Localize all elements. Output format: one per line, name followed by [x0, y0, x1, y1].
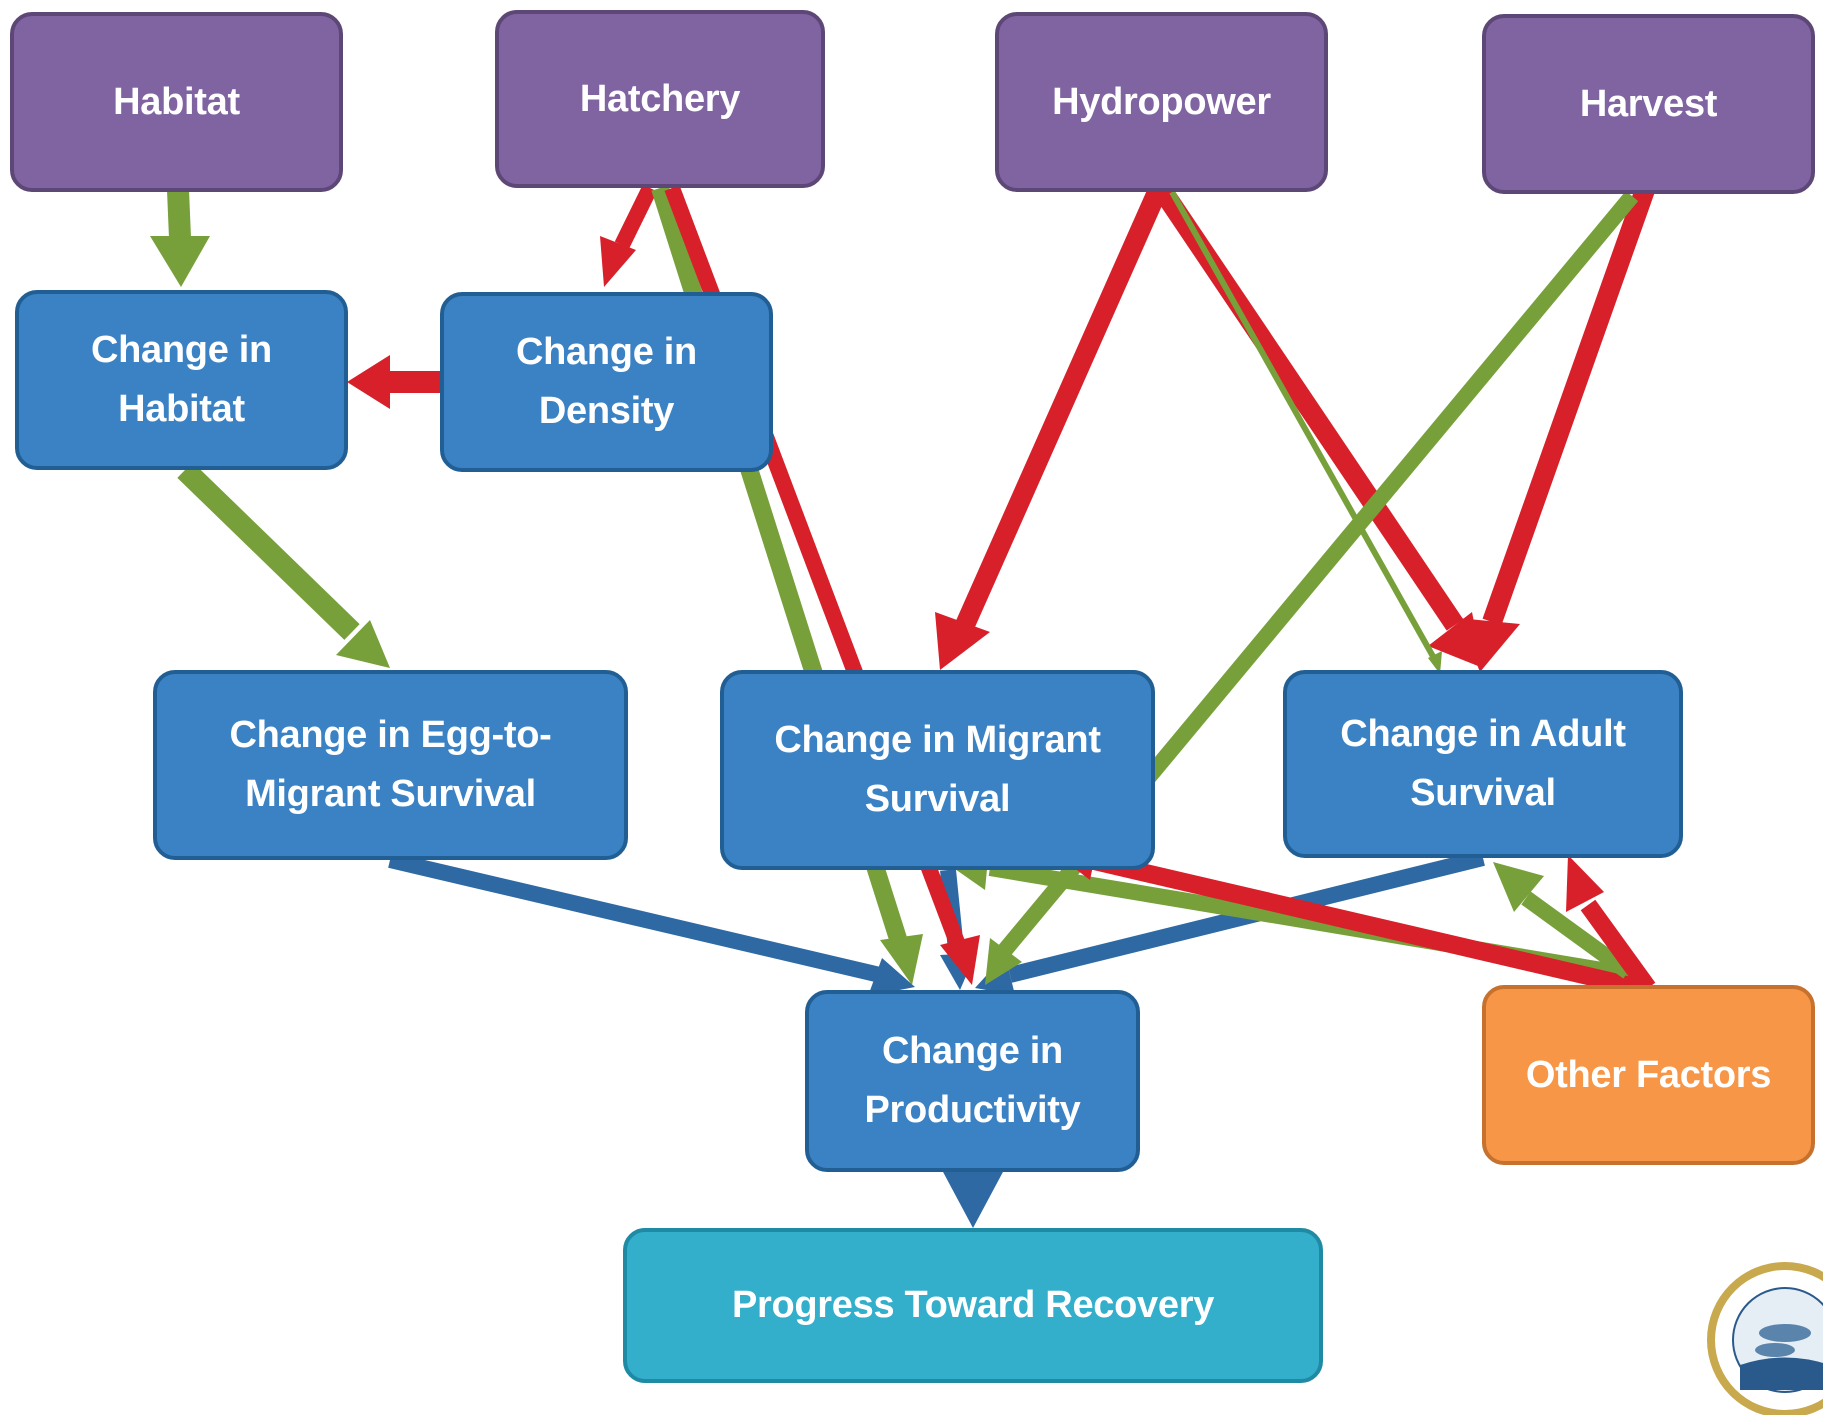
- node-harvest: Harvest: [1482, 14, 1815, 194]
- node-change-adult-survival: Change in Adult Survival: [1283, 670, 1683, 858]
- node-change-egg-to-migrant: Change in Egg-to- Migrant Survival: [153, 670, 628, 860]
- node-other-factors: Other Factors: [1482, 985, 1815, 1165]
- node-habitat: Habitat: [10, 12, 343, 192]
- node-progress-toward-recovery: Progress Toward Recovery: [623, 1228, 1323, 1383]
- edge-harvest-to-adult: [1458, 186, 1655, 672]
- edge-egg-to-productivity: [388, 852, 915, 996]
- node-hatchery: Hatchery: [495, 10, 825, 188]
- edge-hydropower-to-migrant: [935, 185, 1168, 670]
- edge-change-habitat-to-egg: [177, 462, 390, 668]
- node-change-migrant-survival: Change in Migrant Survival: [720, 670, 1155, 870]
- node-change-density: Change in Density: [440, 292, 773, 472]
- seal-logo: [1707, 1262, 1823, 1415]
- edge-other-to-adult-negative: [1566, 855, 1656, 994]
- edge-habitat-to-change-habitat: [150, 189, 210, 287]
- node-hydropower: Hydropower: [995, 12, 1328, 192]
- node-change-habitat: Change in Habitat: [15, 290, 348, 470]
- edge-other-to-adult-positive: [1493, 862, 1633, 979]
- node-change-productivity: Change in Productivity: [805, 990, 1140, 1172]
- edge-hatchery-to-density: [600, 184, 658, 287]
- edge-density-to-change-habitat: [347, 355, 440, 409]
- edge-hydropower-to-adult-positive: [1169, 190, 1442, 674]
- edge-productivity-to-progress: [942, 1170, 1004, 1228]
